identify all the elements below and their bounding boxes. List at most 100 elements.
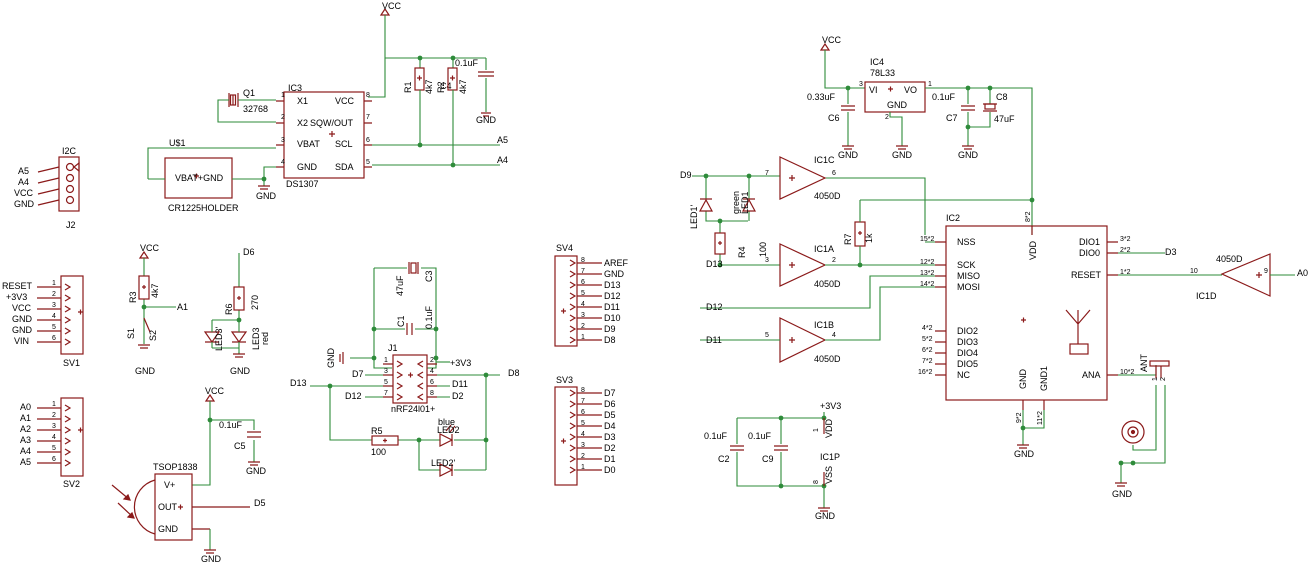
sv1-num: 1 — [52, 280, 56, 287]
ic4-pin: VO — [904, 85, 917, 95]
ic1b-ref: IC1B — [814, 320, 834, 330]
ic3-ref: IC3 — [288, 83, 302, 93]
ic2-right-num: 3*2 — [1120, 236, 1131, 243]
ic2-bottom-num: 9*2 — [1016, 412, 1023, 423]
ic2-left-pin: DIO4 — [957, 348, 978, 358]
ic2-left-num: 12*2 — [920, 259, 935, 266]
sv1-num: 6 — [52, 335, 56, 342]
j1-num: 6 — [430, 379, 434, 386]
led3-ref: LED3 — [251, 327, 261, 350]
net-label: D13 — [706, 259, 723, 269]
j1-num: 3 — [384, 368, 388, 375]
ic1c-out: 6 — [832, 170, 836, 177]
sv1-num: 2 — [52, 291, 56, 298]
sv1-header: RESET +3V3 VCC GND GND VIN 1 2 3 4 5 6 S… — [2, 275, 84, 368]
ic2-left-num: 14*2 — [920, 281, 935, 288]
i2c-title: I2C — [62, 146, 77, 156]
j1-num: 2 — [430, 357, 434, 364]
c6-ref: C6 — [828, 113, 840, 123]
ic3-pin-vbat: VBAT — [297, 139, 320, 149]
sv3-num: 2 — [581, 453, 585, 460]
ic3-pin-sda: SDA — [335, 162, 354, 172]
sv3-pin: D2 — [604, 443, 616, 453]
ic3-num: 4 — [281, 159, 285, 166]
r4-ref: R4 — [737, 246, 747, 258]
gnd-label: GND — [135, 366, 156, 376]
ic3-num: 6 — [366, 137, 370, 144]
nrf24-block: 47uF C3 C1 0.1uF GND +3V3 J1 nRF24l01+ 1… — [290, 262, 520, 477]
sv3-pin: D1 — [604, 454, 616, 464]
sv1-num: 5 — [52, 324, 56, 331]
gnd-label: GND — [256, 191, 277, 201]
tsop-pin: GND — [158, 524, 179, 534]
sv4-num: 3 — [581, 312, 585, 319]
r5-ref: R5 — [371, 426, 383, 436]
net-label: A4 — [497, 155, 508, 165]
sv4-pin: D13 — [604, 280, 621, 290]
ic4-value: 78L33 — [870, 68, 895, 78]
sv3-pin: D3 — [604, 432, 616, 442]
ic3-num: 3 — [281, 137, 285, 144]
regulator-block: VCC 0.33uF C6 GND IC4 78L33 VI VO GND 3 … — [807, 35, 1035, 235]
ic3-num: 1 — [281, 92, 285, 99]
ic2-left-pin: NSS — [957, 237, 976, 247]
gnd-label: GND — [201, 554, 222, 564]
gnd-label: GND — [838, 150, 859, 160]
c7-ref: C7 — [946, 113, 958, 123]
ic1p-num: 8 — [813, 480, 820, 484]
sv3-num: 3 — [581, 442, 585, 449]
gnd-label: GND — [1112, 489, 1133, 499]
r1-ref: R1 — [403, 81, 413, 93]
c3-ref: C3 — [424, 270, 434, 282]
ic2-right-num: 1*2 — [1120, 269, 1131, 276]
led3-value: red — [260, 332, 270, 345]
gnd-label: GND — [958, 150, 979, 160]
r7-value: 1k — [864, 233, 874, 243]
sv4-ref: SV4 — [556, 243, 573, 253]
reset-switch-block: VCC R3 4k7 A1 S1 S2 GND — [126, 243, 188, 376]
usd1-ref: U$1 — [169, 138, 186, 148]
gnd-label: GND — [326, 348, 336, 369]
led3-ref2: LED3' — [214, 326, 224, 351]
ic2-right-pin: RESET — [1071, 270, 1102, 280]
gnd-label: GND — [246, 466, 267, 476]
ic1d-value: 4050D — [1216, 254, 1243, 264]
net-label: D9 — [680, 170, 692, 180]
usd1-value: CR1225HOLDER — [168, 203, 239, 213]
r4-value: 100 — [758, 242, 768, 257]
sv4-num: 1 — [581, 334, 585, 341]
c2-value: 0.1uF — [704, 431, 728, 441]
tsop-ref: TSOP1838 — [153, 462, 198, 472]
ic2-left-num: 4*2 — [922, 325, 933, 332]
sv4-num: 5 — [581, 290, 585, 297]
net-label: D11 — [452, 379, 468, 389]
ic2-left-num: 6*2 — [922, 347, 933, 354]
ic1a-in: 3 — [765, 257, 769, 264]
ic1a-value: 4050D — [814, 279, 841, 289]
sv4-pin: GND — [604, 269, 625, 279]
ic2-right-num: 2*2 — [1120, 247, 1131, 254]
ic1c-value: 4050D — [814, 191, 841, 201]
sv3-pin: D0 — [604, 465, 616, 475]
gnd-label: GND — [892, 150, 913, 160]
ic3-num: 5 — [366, 159, 370, 166]
ic1b-in: 5 — [765, 332, 769, 339]
sv4-header: SV4 8 7 6 5 4 3 2 1 AREF GND D13 D12 D11… — [554, 243, 629, 347]
c1-ref: C1 — [396, 315, 406, 327]
sv3-header: SV3 8 7 6 5 4 3 2 1 D7 D6 D5 D4 D3 D2 D1… — [554, 375, 616, 486]
ic1b-out: 4 — [832, 332, 836, 339]
ic2-left-num: 16*2 — [918, 369, 933, 376]
ic2-left-num: 5*2 — [922, 336, 933, 343]
sv3-pin: D7 — [604, 388, 616, 398]
led1-ref2: LED1' — [689, 204, 699, 229]
sv2-pin: A4 — [20, 446, 31, 456]
sv2-num: 1 — [52, 401, 56, 408]
ic4-num: 2 — [885, 114, 889, 121]
sv2-pin: A1 — [20, 413, 31, 423]
sv2-pin: A2 — [20, 424, 31, 434]
ic1a-out: 2 — [832, 257, 836, 264]
ic1c-in: 7 — [765, 170, 769, 177]
j1-num: 7 — [384, 390, 388, 397]
net-label: D7 — [352, 369, 364, 379]
r3-value: 4k7 — [150, 283, 160, 298]
